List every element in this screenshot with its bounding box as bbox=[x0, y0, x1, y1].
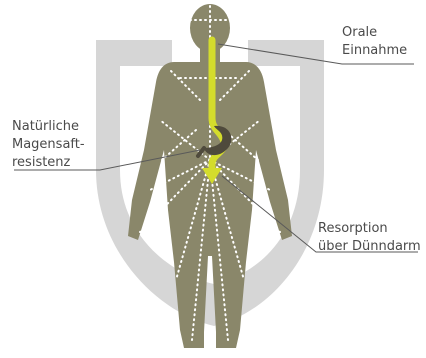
label-oral-intake: Orale Einnahme bbox=[342, 24, 407, 60]
label-resorption: Resorption über Dünndarm bbox=[318, 220, 421, 256]
label-resorption-line-1: Resorption bbox=[318, 220, 421, 238]
label-gastric-resistance: Natürliche Magensaft- resistenz bbox=[12, 118, 85, 172]
label-oral-line-2: Einnahme bbox=[342, 42, 407, 60]
label-oral-line-1: Orale bbox=[342, 24, 407, 42]
label-gastric-line-2: Magensaft- bbox=[12, 136, 85, 154]
label-gastric-line-1: Natürliche bbox=[12, 118, 85, 136]
label-gastric-line-3: resistenz bbox=[12, 154, 85, 172]
label-resorption-line-2: über Dünndarm bbox=[318, 238, 421, 256]
